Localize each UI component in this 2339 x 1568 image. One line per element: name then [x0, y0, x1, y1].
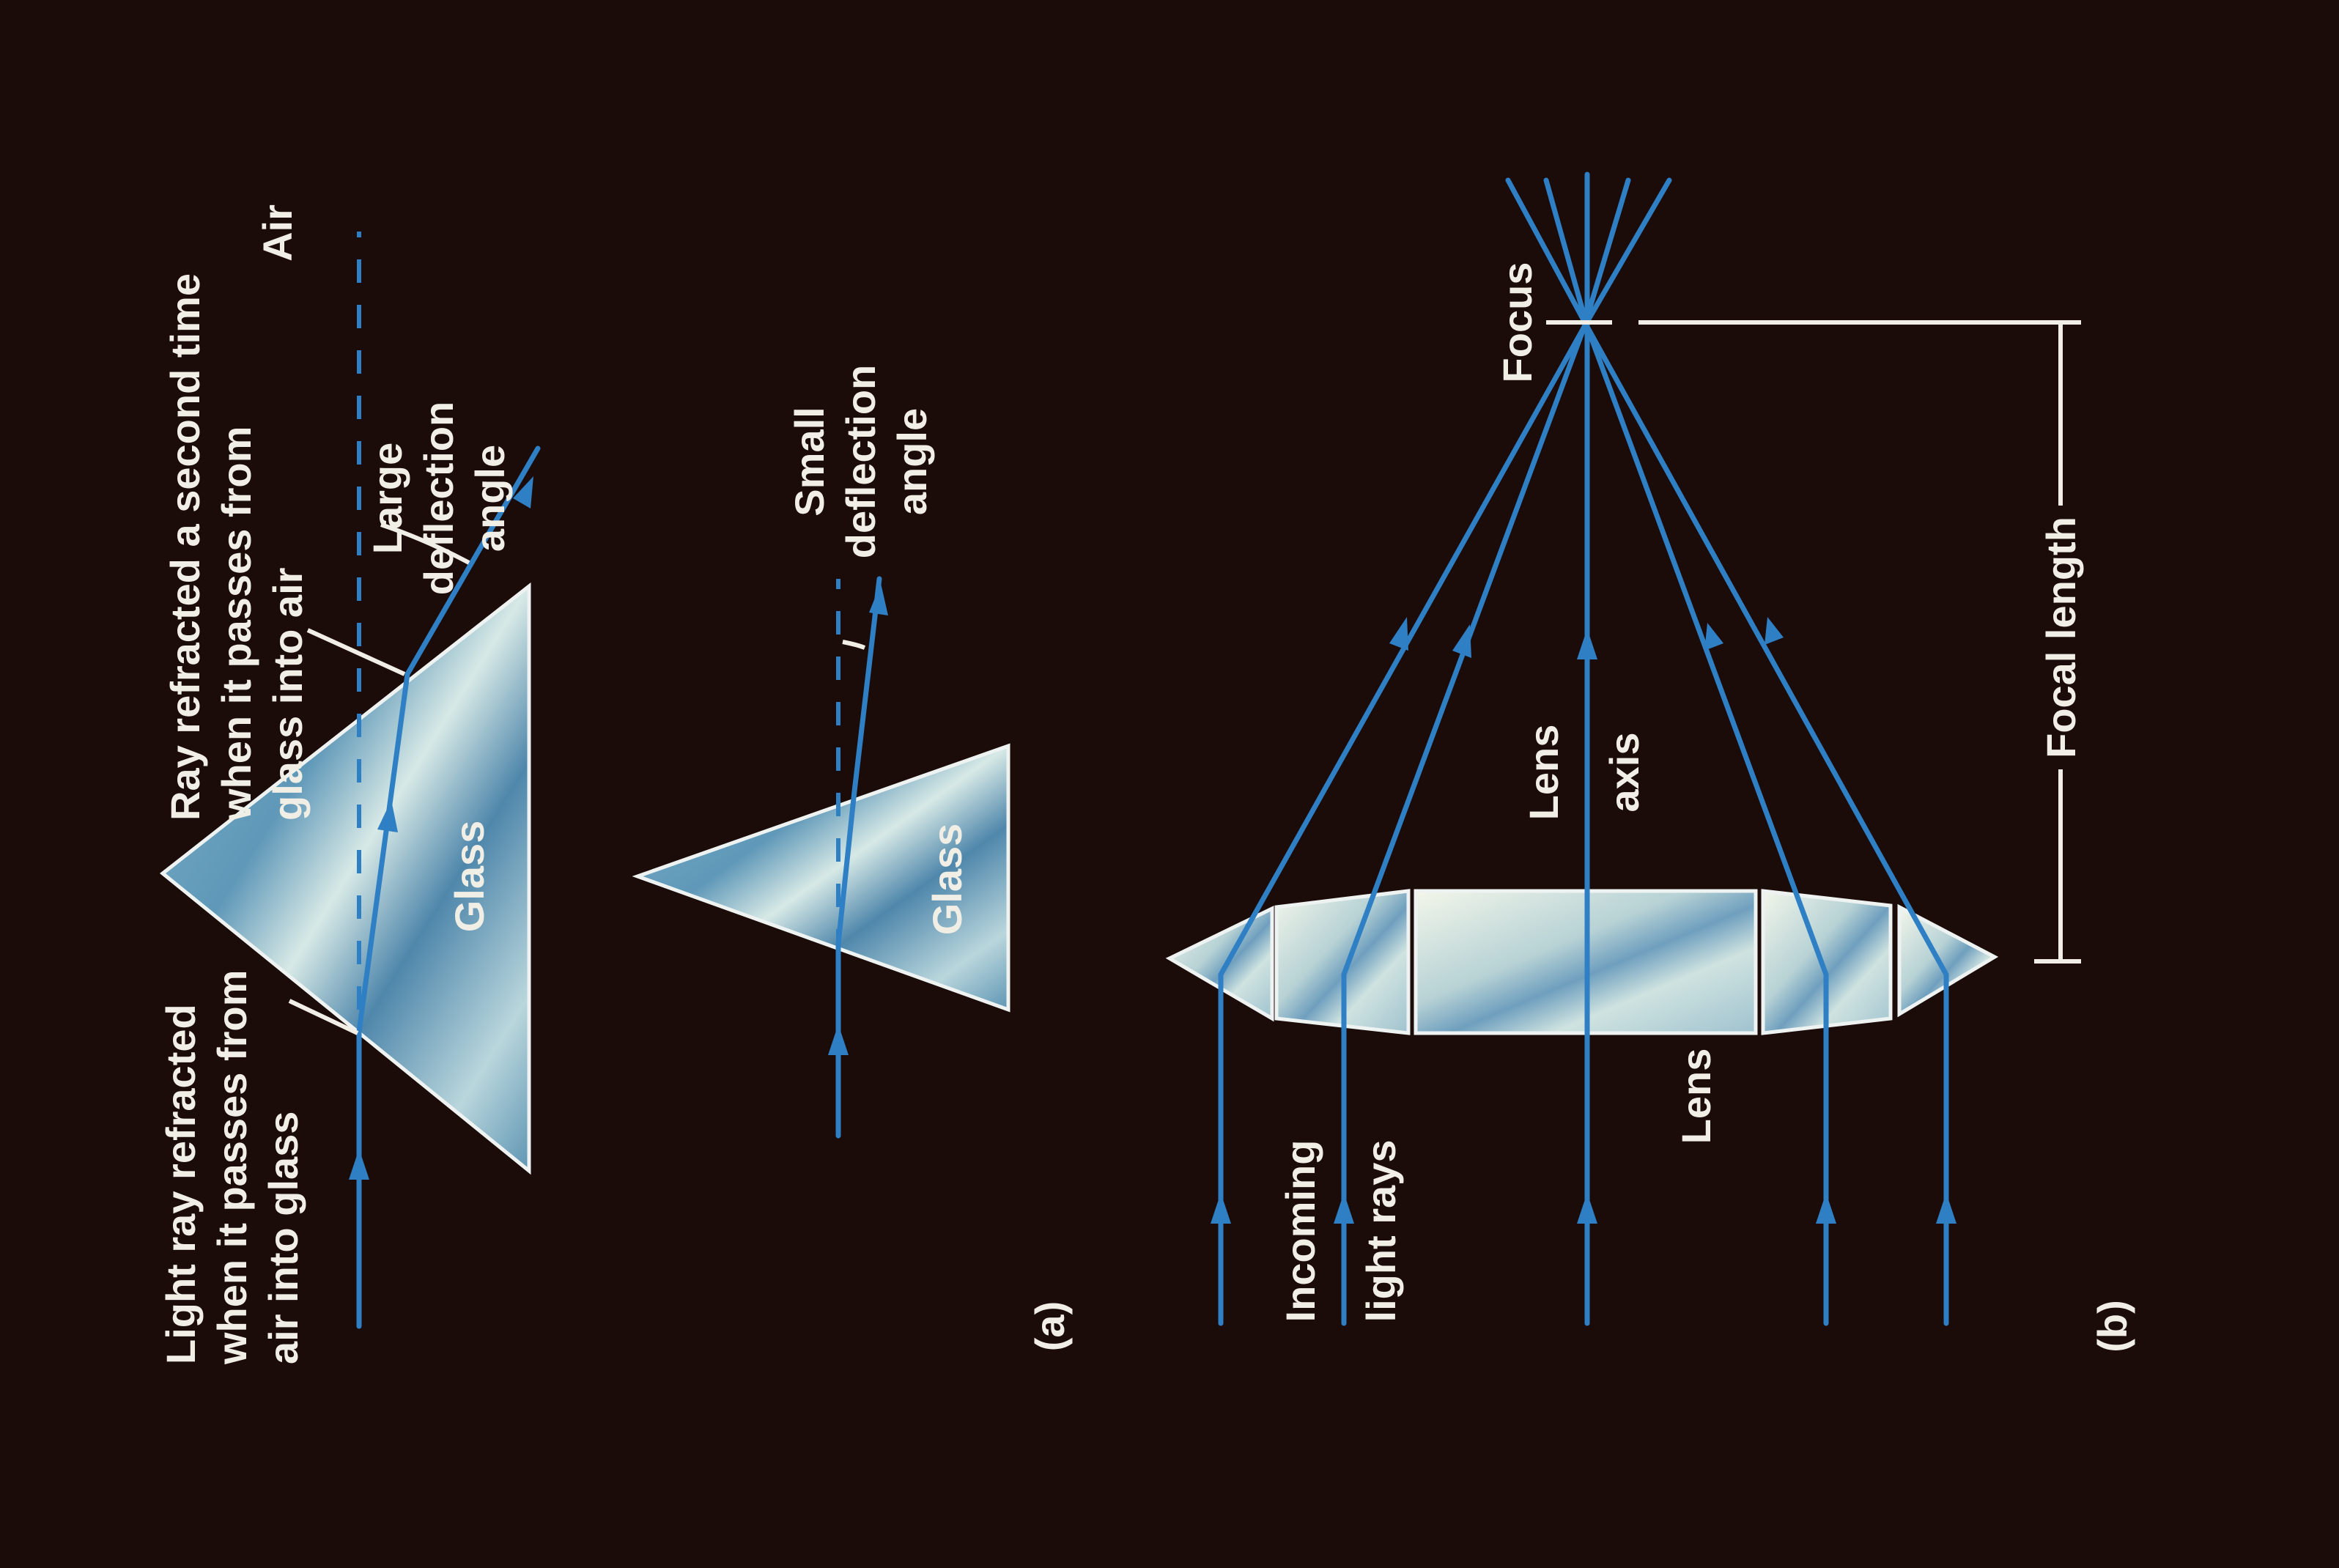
ray-arrow-4	[828, 1024, 849, 1055]
incoming-label: Incoming light rays	[1277, 1140, 1404, 1323]
ray-arrow-b5	[1936, 1193, 1956, 1224]
refracted-out-line-1: Ray refracted a second time	[162, 273, 208, 821]
large-angle-line-2: deflection	[415, 402, 462, 595]
pointer-in	[288, 999, 359, 1035]
focal-length-label-text: Focal length	[2038, 517, 2084, 758]
lens-axis-line-1: Lens	[1520, 725, 1567, 821]
air-label: Air	[254, 204, 300, 262]
ray-arrow-3	[513, 476, 533, 509]
refracted-in-line-1: Light ray refracted	[158, 1004, 204, 1364]
glass-label-large: Glass	[446, 821, 492, 933]
ray-arrow-b1	[1211, 1193, 1231, 1224]
lens-axis-label: Lens axis	[1520, 725, 1647, 821]
ray-arrow-b2	[1334, 1193, 1354, 1224]
ray-arrow-b10	[1765, 617, 1784, 645]
crossing-ray-2	[1581, 177, 1631, 330]
ray-arrow-5	[869, 583, 888, 615]
small-prism	[632, 743, 1010, 1013]
incoming-rays	[1218, 171, 1949, 1326]
ray-arrow-b3	[1577, 1193, 1597, 1224]
air-label-text: Air	[254, 204, 300, 262]
incoming-ray-3	[1584, 324, 1829, 1326]
ray-arrow-2	[377, 800, 398, 832]
incoming-line-2: light rays	[1358, 1140, 1404, 1323]
large-angle-arc	[380, 522, 470, 565]
refracted-out-line-2: when it passes from	[213, 426, 259, 821]
small-angle-arc	[842, 640, 866, 650]
refracted-in-label: Light ray refracted when it passes from …	[158, 970, 306, 1365]
refracted-in-line-3: air into glass	[260, 1112, 306, 1364]
large-angle-line-1: Large	[364, 443, 410, 555]
small-angle-label: Small deflection angle	[786, 365, 935, 558]
ray-arrow-b9	[1704, 623, 1723, 651]
ray-arrow-b4	[1816, 1193, 1836, 1224]
refracted-out-label: Ray refracted a second time when it pass…	[162, 273, 311, 821]
crossing-ray-3	[1543, 177, 1590, 330]
incoming-line-1: Incoming	[1277, 1140, 1323, 1323]
lens-label-text: Lens	[1673, 1049, 1719, 1144]
focal-length-label: Focal length	[2038, 517, 2084, 758]
large-angle-line-3: angle	[467, 445, 513, 552]
large-angle-label: Large deflection angle	[364, 402, 513, 595]
small-angle-line-3: angle	[889, 408, 935, 515]
crossing-ray-1	[1581, 177, 1672, 330]
pointer-out	[306, 628, 406, 676]
refracted-out-line-3: glass into air	[265, 568, 311, 821]
ray-arrow-b6	[1389, 617, 1408, 651]
large-prism	[159, 582, 531, 1175]
small-angle-line-1: Small	[786, 407, 832, 516]
focus-label-text: Focus	[1494, 262, 1540, 383]
small-angle-line-2: deflection	[838, 365, 884, 558]
lens-segment-3	[1761, 889, 1893, 1035]
crossing-ray-4	[1505, 177, 1590, 330]
lens-segment-1	[1274, 889, 1411, 1035]
panel-a-tag-text: (a)	[1027, 1301, 1073, 1351]
ray-arrow-1	[349, 1149, 369, 1180]
panel-a: Air Glass Glass Light ray refracted when…	[158, 204, 1073, 1365]
panel-a-tag: (a)	[1027, 1301, 1073, 1351]
ray-arrow-b8	[1577, 629, 1597, 659]
lens-label: Lens	[1673, 1049, 1719, 1144]
refracted-in-line-2: when it passes from	[209, 970, 255, 1365]
panel-b-tag: (b)	[2089, 1300, 2135, 1353]
ray-arrow-b7	[1452, 624, 1471, 658]
focus-label: Focus	[1494, 262, 1540, 383]
panel-b-tag-text: (b)	[2089, 1300, 2135, 1353]
glass-label-2-text: Glass	[924, 824, 970, 936]
lens-axis-line-2: axis	[1601, 733, 1647, 813]
panel-b: Focus Lens axis Lens Incoming light rays…	[1165, 171, 2135, 1353]
glass-label-small: Glass	[924, 824, 970, 936]
glass-label-1-text: Glass	[446, 821, 492, 933]
